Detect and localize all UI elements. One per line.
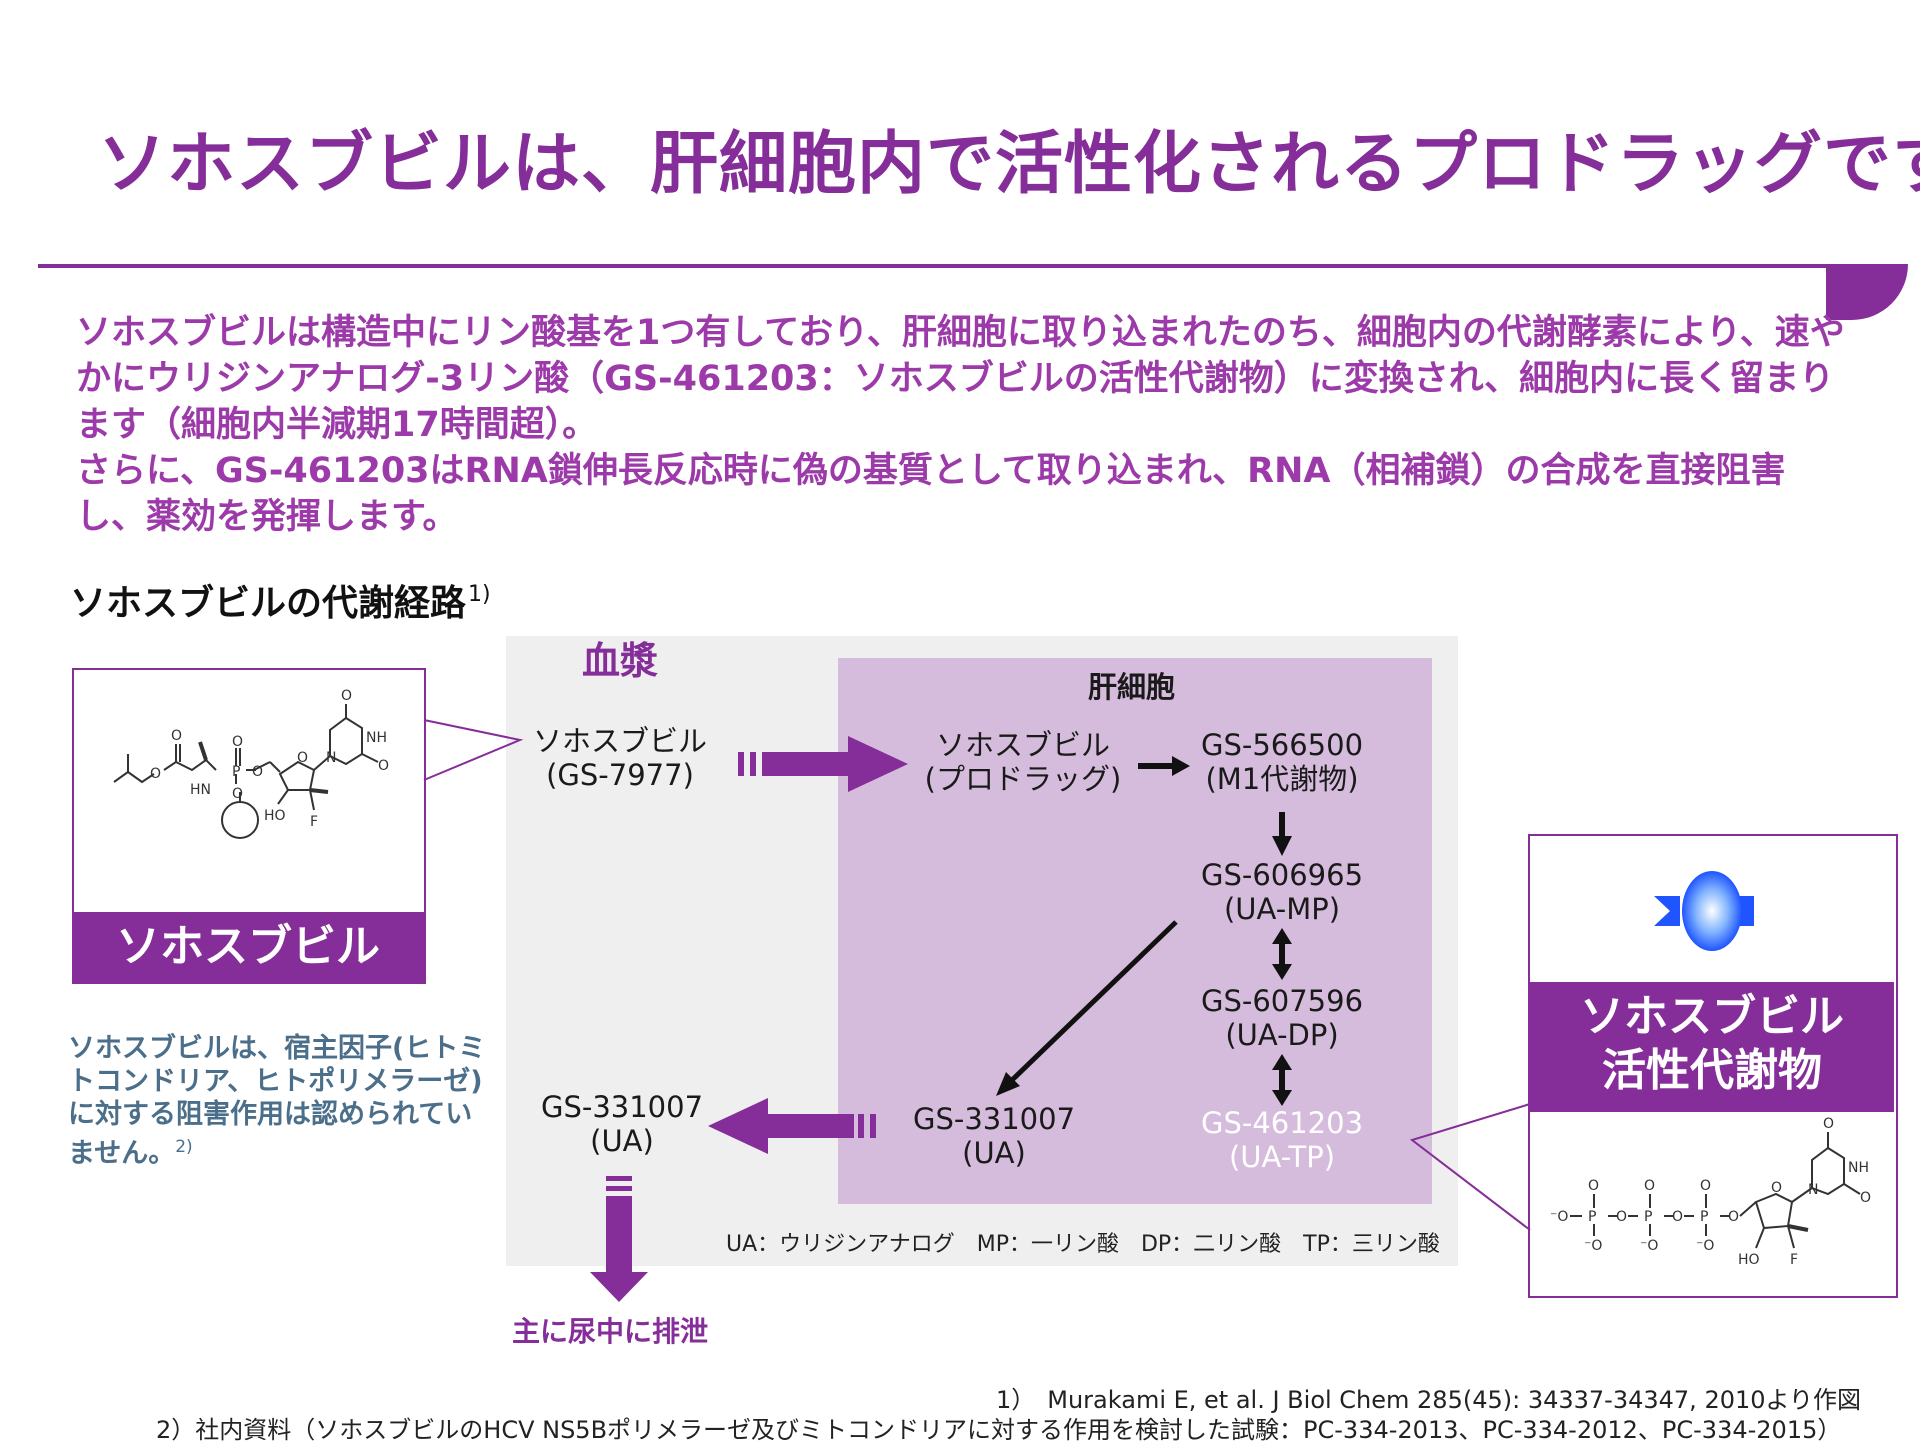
atom-o-top-2: O [1823,1116,1834,1132]
active-metabolite-callout-line [1409,1103,1531,1231]
node-dp-code: (UA-DP) [1225,1018,1339,1052]
node-plasma-sofosbuvir-code: (GS-7977) [546,758,694,792]
node-mp-code: (UA-MP) [1223,892,1341,926]
atom-n: N [326,750,336,766]
note-ref-mark: 2) [175,1137,193,1157]
liver-cell-label: 肝細胞 [1088,670,1176,704]
node-tp-code: (UA-TP) [1228,1140,1336,1174]
atom-o-phenoxy: O [232,786,243,802]
atom-f-2: F [1790,1252,1798,1268]
node-ua-liver-code: (UA) [962,1136,1026,1170]
atom-o-right-2: O [1860,1190,1871,1206]
atom-n-2: N [1808,1182,1818,1198]
node-plasma-sofosbuvir-name: ソホスブビル [532,724,707,758]
atom-p-gamma: P [1588,1209,1596,1225]
intro-paragraph-1: ソホスブビルは構造中にリン酸基を1つ有しており、肝細胞に取り込まれたのち、細胞内… [76,313,1845,445]
section-ref-mark: 1) [468,582,491,607]
sofosbuvir-banner: ソホスブビル [72,912,424,982]
atom-p: P [232,764,240,780]
node-plasma-sofosbuvir: ソホスブビル (GS-7977) [530,724,710,792]
atom-o-bridge-2: O [1672,1209,1683,1225]
atom-o-beta-top: O [1644,1178,1655,1194]
node-dp: GS-607596 (UA-DP) [1190,984,1374,1052]
liver-cell-region [838,658,1432,1204]
active-metabolite-icon [1682,871,1742,951]
node-ua-liver-name: GS-331007 [912,1102,1076,1136]
atom-o-alpha-top: O [1700,1178,1711,1194]
node-ua-plasma-code: (UA) [590,1124,654,1158]
atom-o-right: O [378,758,389,774]
title-divider [38,264,1828,268]
atom-o-top: O [341,688,352,704]
node-m1-code: (M1代謝物) [1205,762,1359,796]
active-banner-line-1: ソホスブビル [1580,991,1844,1042]
node-m1: GS-566500 (M1代謝物) [1190,728,1374,796]
atom-hn: HN [190,782,211,798]
atom-o-ester: O [150,766,161,782]
node-liver-prodrug-code: (プロドラッグ) [924,762,1122,796]
sofosbuvir-callout-line [423,719,524,781]
node-tp-name: GS-461203 [1200,1106,1364,1140]
intro-paragraph-2: さらに、GS-461203はRNA鎖伸長反応時に偽の基質として取り込まれ、RNA… [76,451,1786,537]
liver-to-plasma-arrow [708,1098,876,1154]
atom-o-minus-terminal: ⁻O [1550,1209,1568,1225]
node-liver-prodrug: ソホスブビル (プロドラッグ) [918,728,1128,796]
atom-ho-2: HO [1738,1252,1760,1268]
atom-o-ring: O [297,750,308,766]
plasma-label: 血漿 [582,639,659,683]
excretion-arrow [590,1176,648,1302]
node-tp: GS-461203 (UA-TP) [1190,1106,1374,1174]
host-factor-note-text: ソホスブビルは、宿主因子(ヒトミトコンドリア、ヒトポリメラーゼ)に対する阻害作用… [68,1033,486,1169]
atom-o-carbonyl: O [171,728,182,744]
atom-f: F [310,814,318,830]
atom-nh: NH [366,730,387,746]
atom-o-ring-2: O [1771,1180,1782,1196]
reference-1: 1） Murakami E, et al. J Biol Chem 285(45… [996,1386,1862,1414]
node-liver-prodrug-name: ソホスブビル [935,728,1110,762]
node-ua-liver: GS-331007 (UA) [902,1102,1086,1170]
reference-2: 2）社内資料（ソホスブビルのHCV NS5Bポリメラーゼ及びミトコンドリアに対す… [156,1416,1842,1444]
node-ua-plasma-name: GS-331007 [540,1090,704,1124]
intro-text: ソホスブビルは構造中にリン酸基を1つ有しており、肝細胞に取り込まれたのち、細胞内… [76,310,1846,540]
atom-nh-2: NH [1848,1160,1869,1176]
atom-o-bridge-3: O [1728,1209,1739,1225]
atom-o-phosphoryl: O [232,734,243,750]
section-title: ソホスブビルの代謝経路1) [70,574,491,626]
mp-to-ua-arrow [1008,920,1178,1084]
atom-o-minus-gamma: ⁻O [1584,1238,1602,1254]
sofosbuvir-structure-image: O O HN P O O O O HO F N NH O O [113,688,389,839]
atom-p-beta: P [1644,1209,1652,1225]
atom-ho: HO [264,808,286,824]
excretion-label: 主に尿中に排泄 [512,1315,709,1348]
node-dp-name: GS-607596 [1200,984,1364,1018]
node-mp: GS-606965 (UA-MP) [1190,858,1374,926]
atom-o-bridge-1: O [1616,1209,1627,1225]
atom-o-gamma-top: O [1588,1178,1599,1194]
atom-o-minus-alpha: ⁻O [1696,1238,1714,1254]
active-metabolite-graphics: ⁻O P P P O O O O O O ⁻O ⁻O ⁻O O HO F N N… [1550,871,1871,1268]
active-metabolite-banner: ソホスブビル 活性代謝物 [1530,982,1894,1112]
node-m1-name: GS-566500 [1200,728,1364,762]
plasma-to-liver-arrow [738,736,908,792]
atom-o-linker: O [252,764,263,780]
page-title: ソホスブビルは、肝細胞内で活性化されるプロドラッグです [98,125,1920,204]
node-mp-name: GS-606965 [1200,858,1364,892]
abbreviation-legend: UA：ウリジンアナログ MP：一リン酸 DP：二リン酸 TP：三リン酸 [726,1232,1440,1257]
active-banner-line-2: 活性代謝物 [1602,1045,1822,1096]
section-title-text: ソホスブビルの代謝経路 [70,583,467,624]
node-ua-plasma: GS-331007 (UA) [530,1090,714,1158]
enzyme-left-icon [1654,896,1680,926]
host-factor-note: ソホスブビルは、宿主因子(ヒトミトコンドリア、ヒトポリメラーゼ)に対する阻害作用… [68,1032,488,1170]
atom-p-alpha: P [1700,1209,1708,1225]
atom-o-minus-beta: ⁻O [1640,1238,1658,1254]
